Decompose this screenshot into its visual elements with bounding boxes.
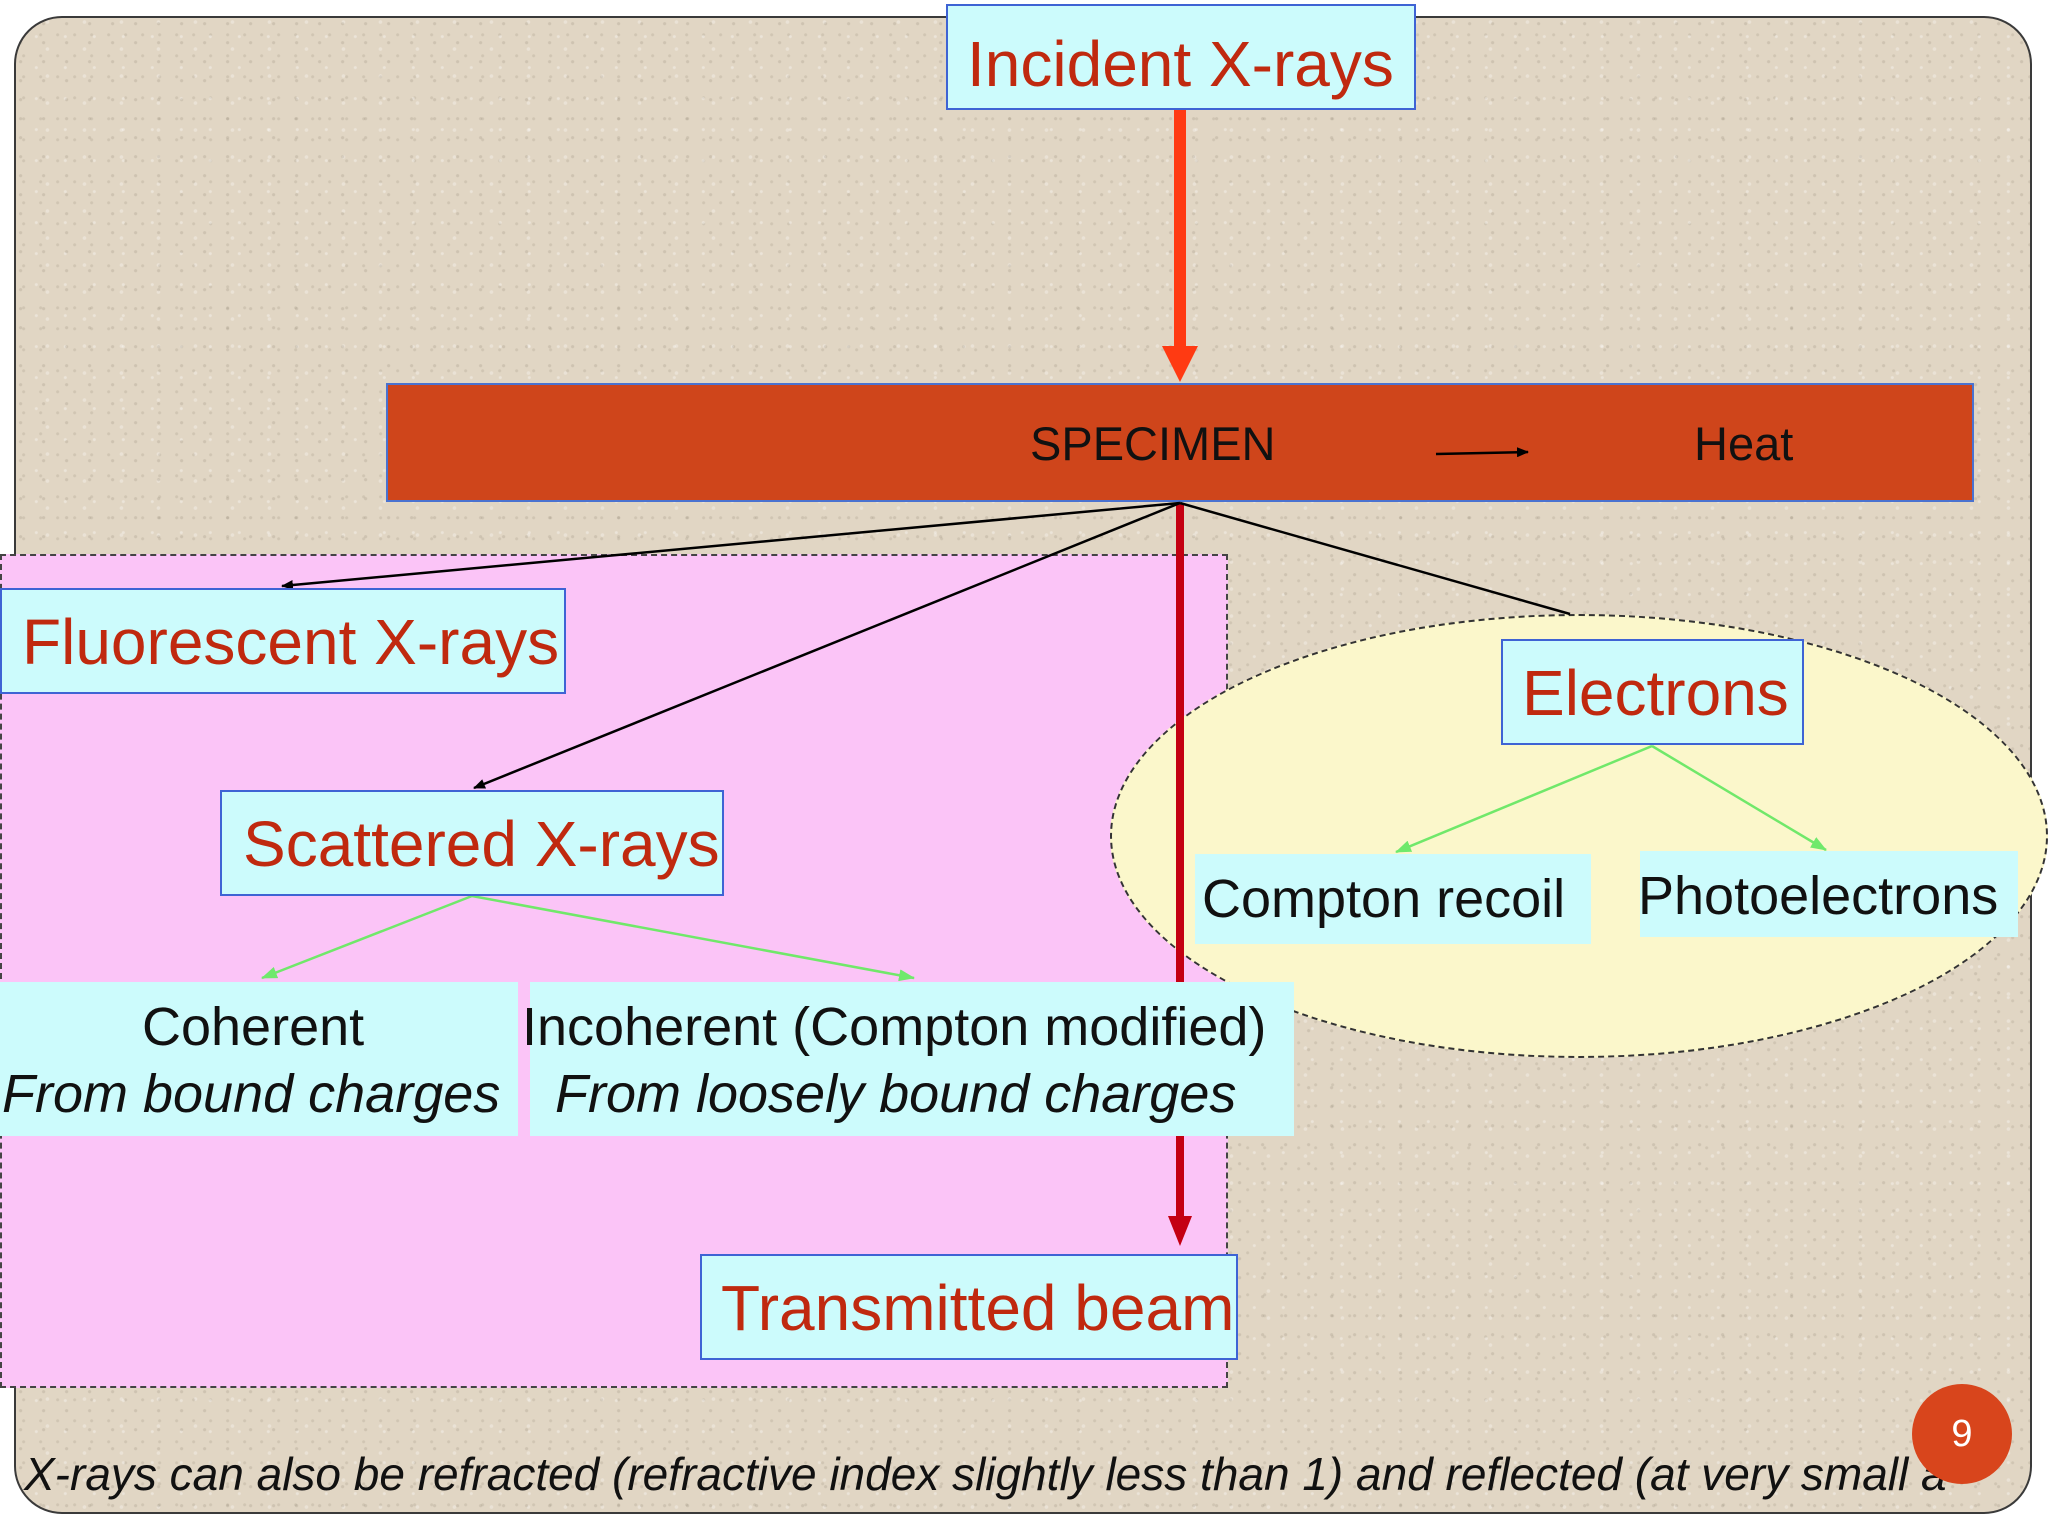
scattered-region [0,554,1228,1388]
fluorescent-xrays-box [0,588,566,694]
coherent-branch-arrow [261,894,473,980]
coherent-title: Coherent [142,997,365,1057]
incoherent-title: Incoherent (Compton modified) [522,997,1267,1057]
fluorescent-arrow [281,501,1181,590]
coherent-subtitle: From bound charges [2,1064,501,1124]
incoherent-subtitle: From loosely bound charges [555,1064,1237,1124]
photoelectrons-box [1640,851,2018,937]
transmitted-arrow-head [1168,1216,1192,1246]
scattered-xrays-label: Scattered X-rays [243,808,720,880]
photoelectrons-branch-arrow [1651,744,1827,852]
specimen-label: SPECIMEN [1030,417,1276,470]
transmitted-beam-box [700,1254,1238,1360]
incident-xrays-label: Incident X-rays [967,28,1394,100]
compton-recoil-branch-arrow [1395,744,1653,854]
transmitted-beam-label: Transmitted beam [721,1272,1235,1344]
incoherent-branch-arrow [471,894,915,982]
scattered-arrow [473,501,1181,790]
incoherent-box [530,982,1294,1136]
specimen-bar [386,383,1974,502]
footer-note: X-rays can also be refracted (refractive… [24,1448,1947,1500]
heat-label: Heat [1694,417,1794,470]
heat-arrow [1435,447,1529,458]
fluorescent-xrays-label: Fluorescent X-rays [22,606,560,678]
page-number-badge: 9 [1912,1384,2012,1484]
electrons-box [1501,639,1804,745]
incident-arrow-head [1162,346,1198,382]
scattered-xrays-box [220,790,724,896]
electrons-connector [1179,501,1571,616]
compton-recoil-box [1195,854,1591,944]
compton-recoil-label: Compton recoil [1202,869,1566,929]
coherent-box [0,982,518,1136]
electrons-label: Electrons [1522,657,1789,729]
incident-xrays-box [946,4,1416,110]
photoelectrons-label: Photoelectrons [1638,866,1999,926]
